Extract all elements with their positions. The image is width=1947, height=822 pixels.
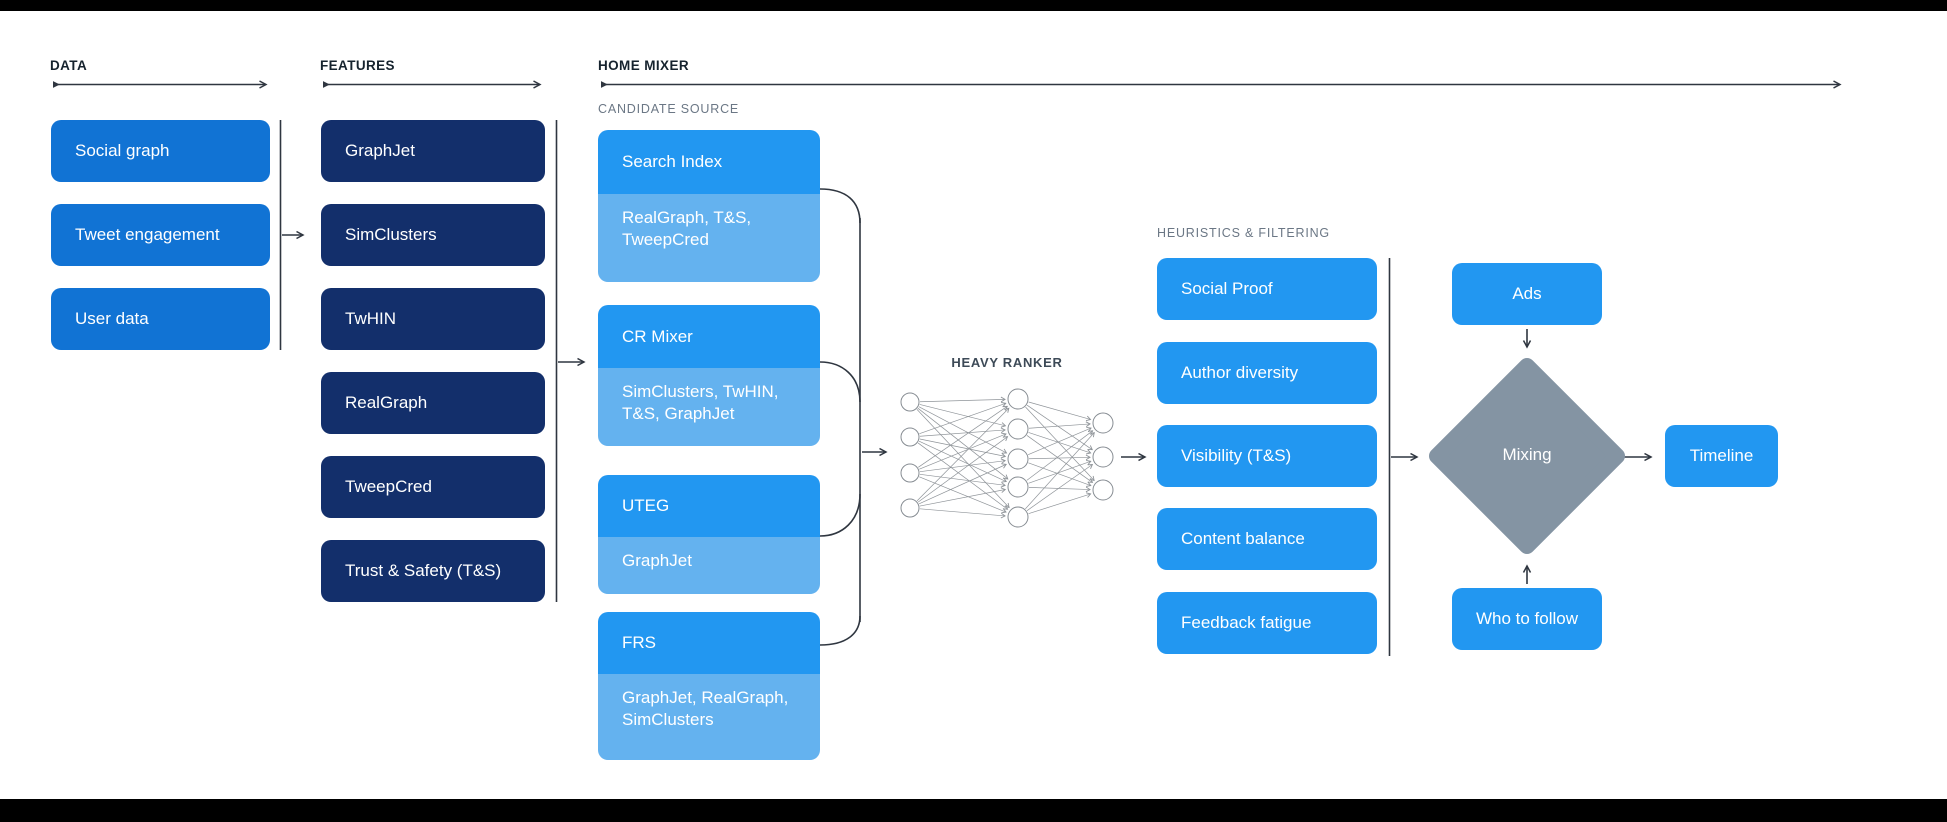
candidate-sub: GraphJet, RealGraph, SimClusters: [598, 674, 820, 760]
network-edge: [919, 427, 1006, 437]
heuristics-box: Author diversity: [1157, 342, 1377, 404]
candidate-sub: RealGraph, T&S, TweepCred: [598, 194, 820, 282]
network-edge: [919, 438, 1007, 459]
network-edge: [919, 404, 1007, 428]
candidate-sub: SimClusters, TwHIN, T&S, GraphJet: [598, 368, 820, 446]
network-edge: [1028, 486, 1091, 493]
network-node: [1007, 506, 1029, 528]
heuristics-filtering-label: HEURISTICS & FILTERING: [1157, 226, 1330, 240]
candidate-source-label: CANDIDATE SOURCE: [598, 102, 740, 116]
network-node: [1092, 446, 1114, 468]
network-edge: [918, 406, 1008, 454]
network-node: [1007, 418, 1029, 440]
candidate-sub: GraphJet: [598, 537, 820, 594]
heuristics-box: Content balance: [1157, 508, 1377, 570]
network-edge: [1025, 431, 1095, 510]
data-box: User data: [51, 288, 270, 350]
network-edge: [919, 396, 1006, 403]
section-label-home-mixer: HOME MIXER: [598, 58, 690, 73]
network-node: [1092, 412, 1114, 434]
network-edge: [919, 401, 1007, 435]
search-index-connector: [819, 188, 861, 224]
flow-connectors: [279, 120, 1653, 656]
network-node: [900, 392, 920, 412]
data-box: Social graph: [51, 120, 270, 182]
network-edge: [1028, 492, 1092, 515]
section-label-features: FEATURES: [320, 58, 395, 73]
mixing-diamond-shape: [1429, 358, 1625, 554]
network-node: [1007, 448, 1029, 470]
network-edge: [916, 409, 1010, 509]
network-edge: [1028, 401, 1092, 422]
timeline-box: Timeline: [1665, 425, 1778, 487]
bottom-black-bar: [0, 799, 1947, 822]
network-edge: [1028, 432, 1092, 455]
frs-connector: [819, 615, 861, 646]
features-box: TwHIN: [321, 288, 545, 350]
network-edge: [916, 407, 1010, 502]
features-box: RealGraph: [321, 372, 545, 434]
network-edge: [919, 473, 1006, 488]
features-box: GraphJet: [321, 120, 545, 182]
network-edge: [919, 432, 1007, 470]
candidate-head: Search Index: [598, 130, 820, 194]
heavy-ranker-label: HEAVY RANKER: [951, 355, 1063, 370]
features-box: TweepCred: [321, 456, 545, 518]
network-edge: [1028, 462, 1092, 487]
network-edge: [1026, 430, 1094, 481]
network-edge: [1026, 435, 1094, 483]
network-node: [1007, 476, 1029, 498]
section-label-data: DATA: [50, 58, 88, 73]
network-edge: [919, 458, 1006, 473]
network-node: [1007, 388, 1029, 410]
heavy-ranker-network: [900, 388, 1114, 528]
network-node: [900, 463, 920, 483]
network-edge: [1028, 421, 1091, 429]
network-edge: [917, 407, 1009, 480]
network-edge: [917, 436, 1009, 503]
network-edge: [917, 442, 1009, 510]
network-edge: [1026, 404, 1093, 451]
uteg-connector: [819, 493, 861, 537]
candidate-head: UTEG: [598, 475, 820, 537]
network-node: [900, 427, 920, 447]
heuristics-box: Feedback fatigue: [1157, 592, 1377, 654]
features-box: SimClusters: [321, 204, 545, 266]
network-edge: [1025, 406, 1095, 482]
network-edge: [1028, 459, 1092, 484]
network-edge: [918, 405, 1008, 468]
candidate-head: CR Mixer: [598, 305, 820, 368]
network-edge: [919, 508, 1006, 519]
data-box: Tweet engagement: [51, 204, 270, 266]
network-edge: [918, 463, 1007, 505]
heuristics-box: Social Proof: [1157, 258, 1377, 320]
network-node: [1092, 479, 1114, 501]
who-to-follow-box: Who to follow: [1452, 588, 1602, 650]
network-edge: [1028, 454, 1091, 461]
network-edge: [919, 487, 1007, 507]
network-edge: [1026, 463, 1094, 511]
network-edge: [918, 440, 1007, 483]
network-node: [900, 498, 920, 518]
ads-box: Ads: [1452, 263, 1602, 325]
candidate-head: FRS: [598, 612, 820, 674]
mixing-label: Mixing: [1502, 445, 1552, 464]
top-black-bar: [0, 0, 1947, 11]
features-box: Trust & Safety (T&S): [321, 540, 545, 602]
cr-mixer-connector: [819, 361, 861, 403]
network-edge: [919, 476, 1007, 514]
heuristics-box: Visibility (T&S): [1157, 425, 1377, 487]
network-edge: [1027, 426, 1092, 456]
